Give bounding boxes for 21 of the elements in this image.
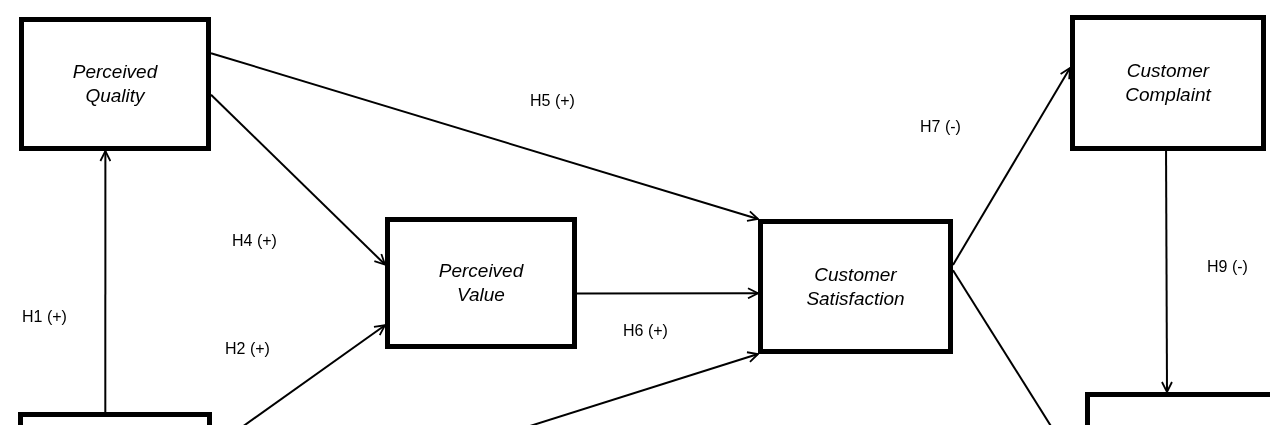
construct-name: Customer Satisfaction xyxy=(805,262,906,311)
arrow xyxy=(576,287,759,300)
construct-name: Customer Complaint xyxy=(1124,59,1213,107)
edge-label: H9 (-) xyxy=(1207,258,1248,276)
construct-box xyxy=(385,217,577,349)
construct-box xyxy=(758,219,953,354)
edge-label: H2 (+) xyxy=(225,340,270,358)
edge-label: H4 (+) xyxy=(232,232,277,250)
arrow xyxy=(952,67,1071,266)
edge-label: H7 (-) xyxy=(920,118,961,136)
arrow xyxy=(99,150,112,413)
edge-label: H1 (+) xyxy=(22,308,67,326)
edge-label: H6 (+) xyxy=(623,322,668,340)
construct-box xyxy=(19,17,211,151)
arrow xyxy=(210,93,386,266)
arrow xyxy=(1161,150,1173,393)
construct-name: Perceived Value xyxy=(437,259,525,307)
edge-label: H5 (+) xyxy=(530,92,575,110)
arrow xyxy=(210,52,759,222)
construct-box xyxy=(1070,15,1266,151)
construct-name: Perceived Quality xyxy=(71,60,159,108)
